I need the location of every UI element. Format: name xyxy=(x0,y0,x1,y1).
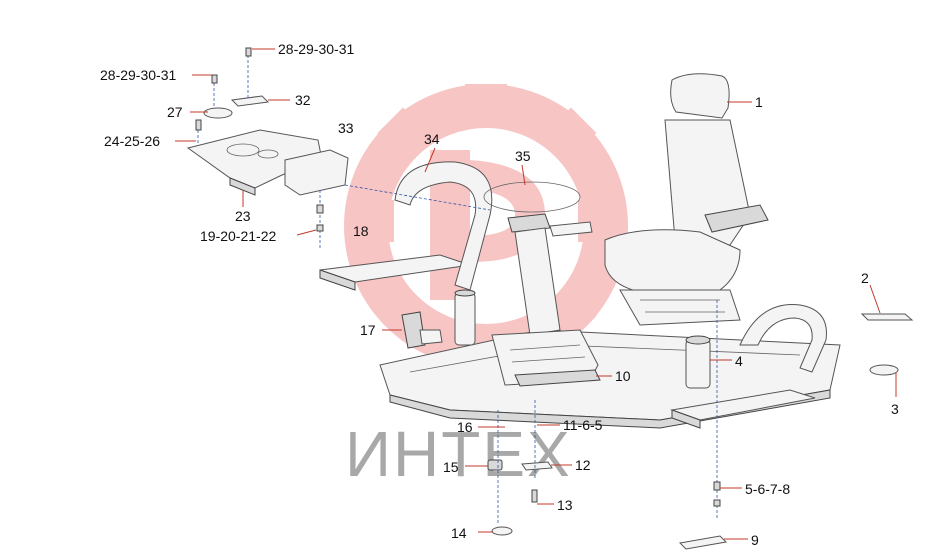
plate-2 xyxy=(860,313,914,321)
plate-12 xyxy=(521,461,553,471)
callout-1: 1 xyxy=(755,94,763,110)
callout-labels: 1 2 3 4 5-6-7-8 9 10 11-6-5 12 13 14 15 … xyxy=(100,41,899,548)
steering-wheel xyxy=(483,181,593,336)
canister-left xyxy=(454,289,476,346)
assembly-axes xyxy=(197,50,718,525)
callout-34: 34 xyxy=(424,131,440,147)
watermark-text: ИНТЕХ xyxy=(345,418,572,490)
callout-2: 2 xyxy=(861,270,869,286)
callout-18: 18 xyxy=(353,223,369,239)
bracket-17 xyxy=(401,311,443,349)
callout-32: 32 xyxy=(295,92,311,108)
plate-32 xyxy=(230,95,270,107)
callout-5-6-7-8: 5-6-7-8 xyxy=(745,481,790,497)
callout-28-29-30-31-left: 28-29-30-31 xyxy=(100,67,176,83)
fastener-stack-left xyxy=(195,47,721,507)
pedal-assembly xyxy=(491,329,601,387)
washer-27 xyxy=(203,107,233,119)
grommet-15 xyxy=(487,459,503,471)
callout-27: 27 xyxy=(167,104,183,120)
washer-14 xyxy=(491,526,513,536)
fender-arch-rear xyxy=(739,304,827,373)
callout-16: 16 xyxy=(457,419,473,435)
callout-3: 3 xyxy=(891,401,899,417)
callout-13: 13 xyxy=(557,497,573,513)
callout-24-25-26: 24-25-26 xyxy=(104,133,160,149)
callout-33: 33 xyxy=(338,120,354,136)
callout-15: 15 xyxy=(443,459,459,475)
callout-35: 35 xyxy=(515,148,531,164)
disc-3 xyxy=(869,364,899,376)
operator-seat xyxy=(604,73,769,326)
bracket-9 xyxy=(678,535,728,550)
canister-right-4 xyxy=(685,335,711,389)
callout-17: 17 xyxy=(360,322,376,338)
fender-arch-34 xyxy=(394,161,493,291)
callout-10: 10 xyxy=(615,368,631,384)
callout-4: 4 xyxy=(735,353,743,369)
callout-23: 23 xyxy=(235,208,251,224)
leader-lines xyxy=(175,48,897,540)
rear-step-panel xyxy=(670,389,816,429)
callout-28-29-30-31-top: 28-29-30-31 xyxy=(278,41,354,57)
callout-11-6-5: 11-6-5 xyxy=(563,417,603,433)
floor-platform xyxy=(379,329,841,429)
callout-19-20-21-22: 19-20-21-22 xyxy=(200,228,276,244)
callout-14: 14 xyxy=(451,525,467,541)
front-step-panel xyxy=(319,254,471,291)
callout-9: 9 xyxy=(751,532,759,548)
callout-12: 12 xyxy=(575,457,591,473)
